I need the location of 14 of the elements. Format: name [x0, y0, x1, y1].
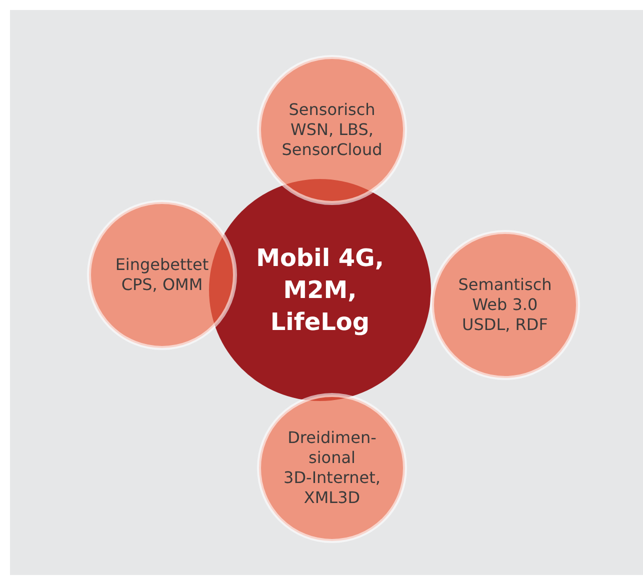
circle	[430, 230, 580, 380]
circle-label: Mobil 4G, M2M, LifeLog	[255, 243, 385, 338]
circle-label: 3D-Internet, XML3D	[282, 468, 382, 508]
circle-label: Sensorisch	[288, 100, 376, 120]
circle	[87, 200, 237, 350]
circle-label: Eingebettet	[115, 255, 209, 275]
circle-label: Web 3.0 USDL, RDF	[461, 295, 549, 335]
circle-label: Dreidimen- sional	[286, 428, 378, 468]
circle	[207, 177, 433, 403]
circle-label: WSN, LBS, SensorCloud	[280, 120, 384, 160]
circle	[257, 393, 407, 543]
circle-label: Semantisch	[458, 275, 552, 295]
circle-label: CPS, OMM	[121, 275, 203, 295]
circle	[257, 55, 407, 205]
